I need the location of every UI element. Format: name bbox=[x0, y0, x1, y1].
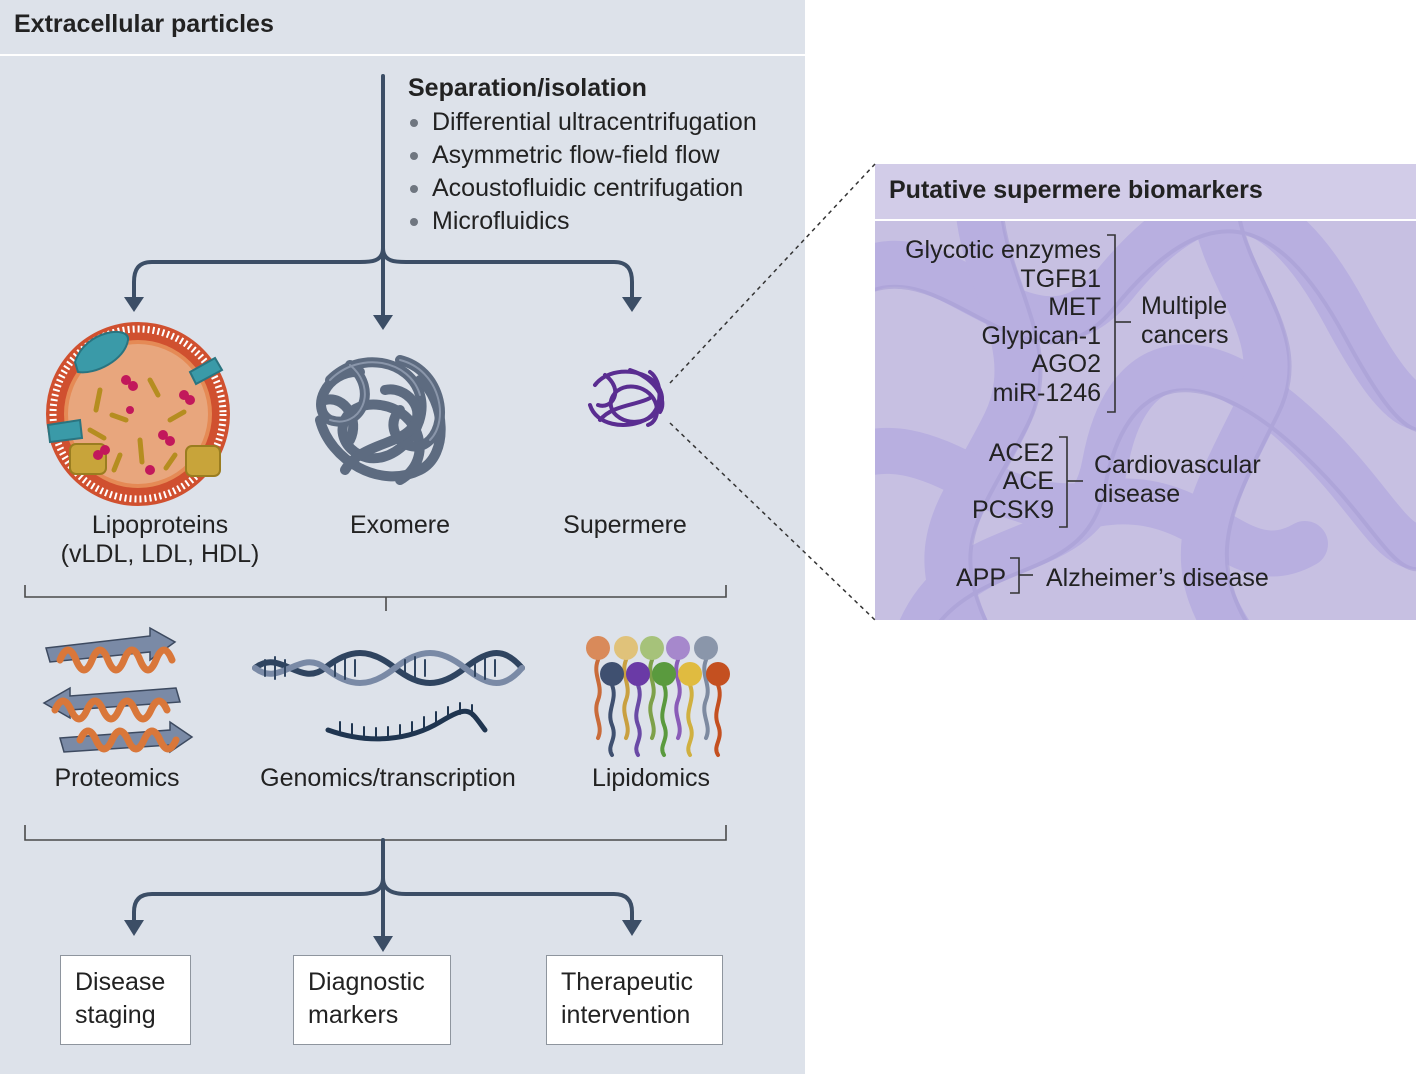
biomarker-label: TGFB1 bbox=[1020, 265, 1101, 293]
separation-method: Acoustofluidic centrifugation bbox=[432, 174, 744, 202]
biomarker-panel-header bbox=[875, 164, 1416, 221]
biomarker-label: AGO2 bbox=[1031, 350, 1101, 378]
left-panel: Extracellular particles Separation/isola… bbox=[0, 0, 805, 1074]
disease-label-alzheimers: Alzheimer’s disease bbox=[1046, 564, 1269, 592]
separation-method: Microfluidics bbox=[432, 207, 570, 235]
biomarker-panel-title: Putative supermere biomarkers bbox=[889, 176, 1263, 204]
particle-label-exomere: Exomere bbox=[349, 511, 451, 539]
biomarker-brackets bbox=[1010, 234, 1131, 594]
biomarker-label: Glycotic enzymes bbox=[905, 236, 1101, 264]
separation-method: Asymmetric flow-field flow bbox=[432, 141, 720, 169]
biomarker-panel: Putative supermere biomarkers Glycotic e… bbox=[875, 164, 1416, 620]
disease-label-cancers-2: cancers bbox=[1141, 321, 1229, 349]
left-panel-title: Extracellular particles bbox=[14, 10, 274, 38]
bracket-alzheimers bbox=[1010, 557, 1020, 594]
biomarker-label: ACE2 bbox=[988, 439, 1054, 467]
left-panel-header bbox=[0, 0, 805, 56]
biomarker-label: APP bbox=[955, 564, 1006, 592]
particle-label-lipoproteins-types: (vLDL, LDL, HDL) bbox=[60, 540, 260, 568]
particle-label-lipoproteins: Lipoproteins bbox=[91, 511, 229, 539]
bullet-icon bbox=[410, 119, 418, 127]
disease-label-cancers: Multiple bbox=[1141, 292, 1228, 320]
bracket-cardiovascular bbox=[1059, 436, 1068, 528]
disease-label-cardiovascular: Cardiovascular bbox=[1094, 451, 1261, 479]
biomarker-label: Glypican-1 bbox=[981, 322, 1102, 350]
biomarker-label: PCSK9 bbox=[972, 496, 1054, 524]
bullet-icon bbox=[410, 185, 418, 193]
separation-method: Differential ultracentrifugation bbox=[432, 108, 757, 136]
analysis-label-proteomics: Proteomics bbox=[54, 764, 180, 792]
biomarker-label: miR-1246 bbox=[992, 379, 1101, 407]
biomarker-label: MET bbox=[1048, 293, 1101, 321]
biomarker-label: ACE bbox=[1002, 467, 1054, 495]
bullet-icon bbox=[410, 218, 418, 226]
particle-label-supermere: Supermere bbox=[563, 511, 687, 539]
analysis-label-lipidomics: Lipidomics bbox=[591, 764, 711, 792]
disease-label-cardiovascular-2: disease bbox=[1094, 480, 1181, 508]
analysis-label-genomics: Genomics/transcription bbox=[260, 764, 516, 792]
separation-heading: Separation/isolation bbox=[408, 74, 647, 102]
bracket-cancers bbox=[1107, 234, 1116, 413]
bullet-icon bbox=[410, 152, 418, 160]
